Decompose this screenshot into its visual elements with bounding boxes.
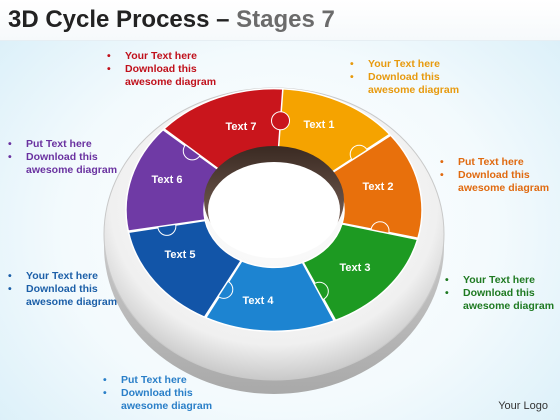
- bullet-icon: •: [440, 156, 444, 168]
- title-bar: 3D Cycle Process – Stages 7: [0, 0, 560, 41]
- note-line: • Download this: [8, 151, 117, 164]
- bullet-icon: •: [440, 169, 444, 181]
- bullet-icon: •: [103, 374, 107, 386]
- note-line: • Your Text here: [8, 270, 117, 283]
- note-line: awesome diagram: [26, 296, 118, 308]
- note-text: Download this: [368, 71, 440, 83]
- note-line: • Download this: [440, 169, 549, 182]
- segment-3: [302, 223, 419, 322]
- segment-label-3: Text 3: [340, 262, 371, 274]
- segment-5: [127, 219, 243, 319]
- segment-label-2: Text 2: [363, 181, 394, 193]
- bullet-icon: •: [107, 63, 111, 75]
- note-text: Your Text here: [463, 274, 535, 286]
- note-text: Put Text here: [121, 374, 187, 386]
- segment-label-7: Text 7: [226, 121, 257, 133]
- note-line: • Put Text here: [440, 156, 549, 169]
- note-line: • Download this: [445, 287, 554, 300]
- bullet-icon: •: [8, 283, 12, 295]
- title-dash: –: [209, 6, 237, 33]
- bullet-icon: •: [8, 270, 12, 282]
- segment-label-4: Text 4: [243, 295, 275, 307]
- note-text: Download this: [463, 287, 535, 299]
- note-text: Download this: [458, 169, 530, 181]
- note-line: awesome diagram: [26, 164, 118, 176]
- page-title: 3D Cycle Process – Stages 7: [8, 6, 335, 34]
- bullet-icon: •: [107, 50, 111, 62]
- note-text: Your Text here: [26, 270, 98, 282]
- note-text: Download this: [125, 63, 197, 75]
- note-line: • Your Text here: [107, 50, 216, 63]
- note-text: Download this: [121, 387, 193, 399]
- segment-4: [204, 260, 336, 333]
- bullet-icon: •: [350, 71, 354, 83]
- note-text: Your Text here: [125, 50, 197, 62]
- note-line: • Download this: [350, 71, 459, 84]
- logo-text: Your Logo: [498, 400, 548, 412]
- segment-label-5: Text 5: [165, 249, 196, 261]
- note-text: Your Text here: [368, 58, 440, 70]
- segment-label-group: Text 1 Text 2 Text 3 Text 4 Text 5 Text 6 Text…: [152, 119, 394, 307]
- note-line: • Your Text here: [445, 274, 554, 287]
- note-text: Put Text here: [26, 138, 92, 150]
- bullet-icon: •: [8, 151, 12, 163]
- note-text: Download this: [26, 151, 98, 163]
- segment-label-1: Text 1: [304, 119, 335, 131]
- note-line: awesome diagram: [463, 300, 555, 312]
- bullet-icon: •: [350, 58, 354, 70]
- note-line: • Download this: [8, 283, 117, 296]
- title-main: 3D Cycle Process: [8, 6, 210, 33]
- note-line: awesome diagram: [368, 84, 460, 96]
- note-text: Put Text here: [458, 156, 524, 168]
- note-line: • Download this: [107, 63, 216, 76]
- note-line: • Your Text here: [350, 58, 459, 71]
- note-line: awesome diagram: [121, 400, 213, 412]
- note-line: • Put Text here: [103, 374, 212, 387]
- bullet-icon: •: [445, 287, 449, 299]
- note-text: Download this: [26, 283, 98, 295]
- bullet-icon: •: [8, 138, 12, 150]
- note-line: • Put Text here: [8, 138, 117, 151]
- center-hole: [208, 162, 340, 258]
- note-line: • Download this: [103, 387, 212, 400]
- bullet-icon: •: [103, 387, 107, 399]
- title-sub: Stages 7: [236, 6, 335, 33]
- note-line: awesome diagram: [458, 182, 550, 194]
- note-line: awesome diagram: [125, 76, 217, 88]
- bullet-icon: •: [445, 274, 449, 286]
- segment-label-6: Text 6: [152, 174, 183, 186]
- segment-7-knob: [271, 111, 291, 131]
